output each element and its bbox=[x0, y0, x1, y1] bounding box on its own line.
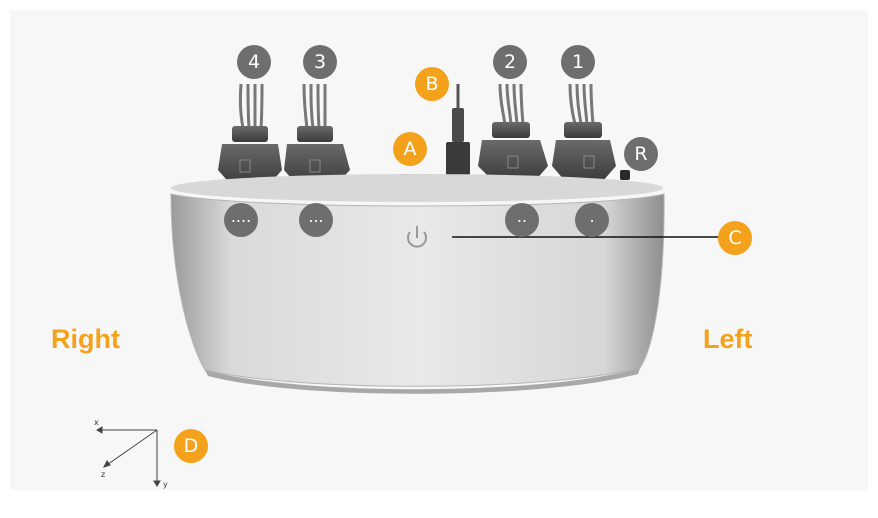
axis-z-label: z bbox=[101, 470, 105, 479]
cable-4 bbox=[240, 84, 262, 128]
callout-c-badge: C bbox=[718, 221, 752, 255]
callout-a-badge: A bbox=[393, 132, 427, 166]
port-3-badge: 3 bbox=[303, 45, 337, 79]
axis-y-label: y bbox=[163, 480, 168, 489]
led-2-dots: .. bbox=[505, 203, 539, 237]
reset-badge: R bbox=[624, 137, 658, 171]
port-1-badge: 1 bbox=[561, 45, 595, 79]
axis-x-label: x bbox=[94, 418, 99, 427]
cable-3 bbox=[304, 84, 325, 128]
callout-d-badge: D bbox=[174, 429, 208, 463]
port-4-badge: 4 bbox=[237, 45, 271, 79]
cable-1 bbox=[570, 84, 593, 124]
led-1-dots: . bbox=[575, 203, 609, 237]
right-side-label: Right bbox=[51, 324, 120, 355]
led-4-dots: .... bbox=[224, 203, 258, 237]
callout-b-badge: B bbox=[415, 67, 449, 101]
power-cable bbox=[446, 84, 470, 182]
left-side-label: Left bbox=[703, 324, 753, 355]
led-3-dots: ... bbox=[299, 203, 333, 237]
connector-1 bbox=[552, 122, 616, 182]
cable-2 bbox=[500, 84, 523, 124]
axes-icon bbox=[97, 427, 160, 486]
port-2-badge: 2 bbox=[493, 45, 527, 79]
connector-2 bbox=[478, 122, 548, 182]
reset-button bbox=[620, 170, 630, 180]
